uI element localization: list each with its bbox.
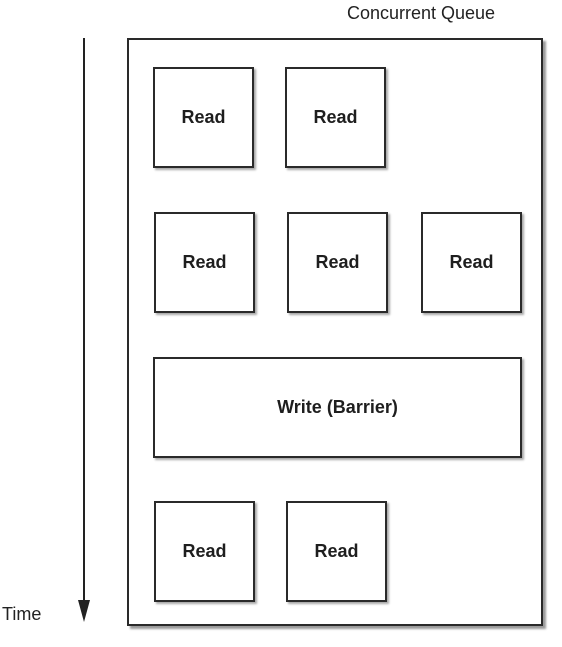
task-label: Read <box>182 541 227 561</box>
read-task-row4-2: Read <box>286 501 387 602</box>
read-task-row2-1: Read <box>154 212 255 313</box>
read-task-row1-1: Read <box>153 67 254 168</box>
write-barrier-task: Write (Barrier) <box>153 357 522 458</box>
task-label: Read <box>182 252 227 272</box>
task-label: Read <box>315 252 360 272</box>
time-axis-label: Time <box>2 604 42 624</box>
task-label: Read <box>181 107 226 127</box>
queue-title: Concurrent Queue <box>346 3 496 23</box>
read-task-row1-2: Read <box>285 67 386 168</box>
task-label: Write (Barrier) <box>277 397 398 417</box>
task-label: Read <box>314 541 359 561</box>
task-label: Read <box>449 252 494 272</box>
time-axis-arrow <box>78 38 90 622</box>
read-task-row2-3: Read <box>421 212 522 313</box>
concurrent-queue-container: Read Read Read Read Read Write (Barrier)… <box>127 38 543 626</box>
read-task-row4-1: Read <box>154 501 255 602</box>
read-task-row2-2: Read <box>287 212 388 313</box>
task-label: Read <box>313 107 358 127</box>
time-axis-arrowhead <box>78 600 90 622</box>
